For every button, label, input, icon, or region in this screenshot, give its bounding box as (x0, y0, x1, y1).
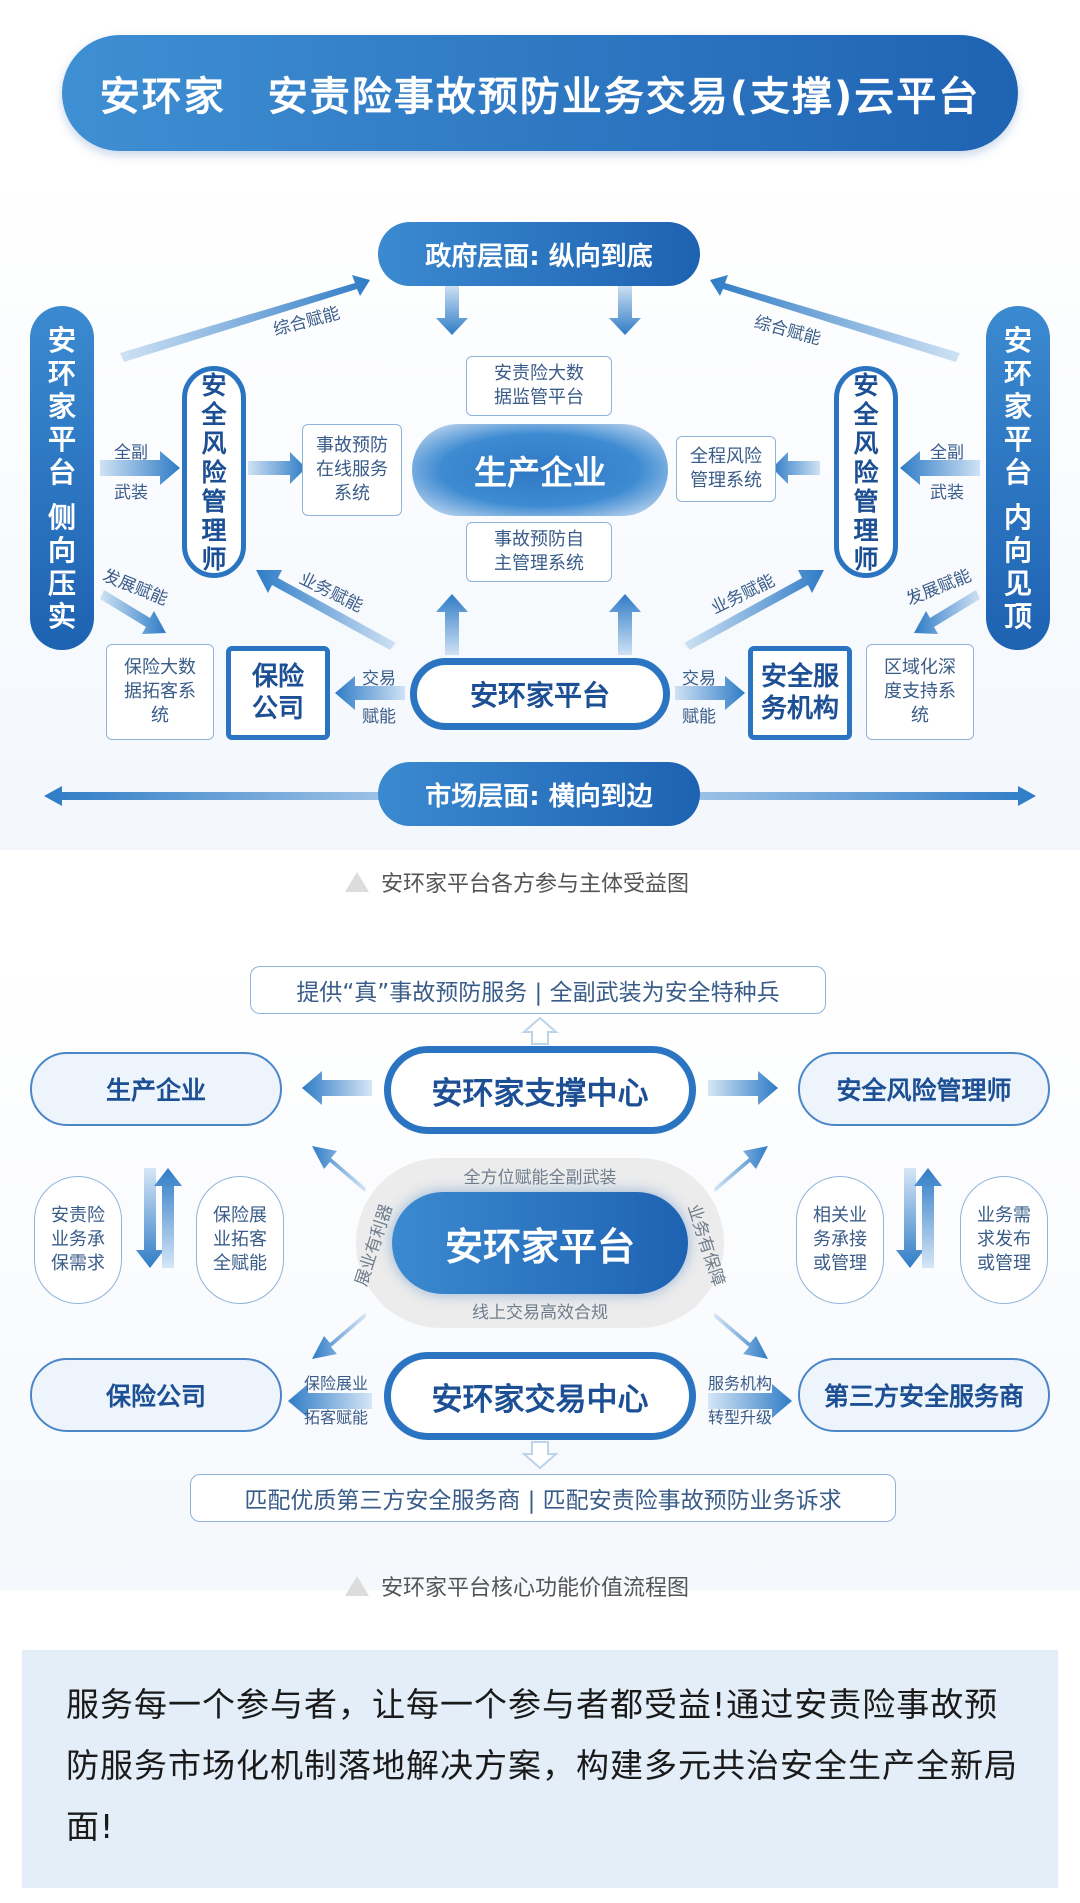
arrow-to-risk-mgr (708, 1071, 778, 1105)
label-jiaoyi-right-2: 赋能 (682, 707, 716, 727)
triangle-icon (345, 872, 369, 892)
label-jiaoyi-left-2: 赋能 (362, 707, 396, 727)
box-regulatory-platform: 安责险大数据监管平台 (466, 356, 612, 416)
market-level-pill: 市场层面: 横向到边 (378, 762, 700, 826)
page-title: 安环家 安责险事故预防业务交易(支撑)云平台 (99, 74, 981, 120)
box-self-management: 事故预防自主管理系统 (466, 522, 612, 582)
platform-core: 安环家平台 (392, 1192, 688, 1294)
arrow-fazhan-right (914, 590, 980, 634)
diagram2-arrows (136, 1016, 942, 1470)
arrow-left-down (136, 1168, 164, 1268)
right-platform-bar: 安环家平台内向见顶 (986, 306, 1050, 650)
arrow-right-up (914, 1168, 942, 1268)
diagram1-arrows (44, 275, 1036, 806)
ring-bottom-label: 线上交易高效合规 (472, 1303, 608, 1323)
arrow-zonghe-right (710, 275, 960, 362)
arrow-fazhan-left (100, 590, 166, 634)
oval-insurance-demand: 安责险业务承保需求 (34, 1176, 122, 1304)
arrow-down-hollow (521, 1441, 559, 1470)
arrow-mgr-left-box (248, 452, 306, 484)
oval-insurance-empower: 保险展业拓客全赋能 (196, 1176, 284, 1304)
title-banner: 安环家 安责险事故预防业务交易(支撑)云平台 (62, 35, 1018, 151)
arrow-yewu-left (256, 570, 396, 650)
arrow-jiaoyi-left (335, 676, 405, 710)
third-party-pill: 第三方安全服务商 (798, 1358, 1050, 1432)
arrow-left-up (154, 1168, 182, 1268)
box-regional-support: 区域化深度支持系统 (866, 644, 974, 740)
bottom-note-box: 匹配优质第三方安全服务商 | 匹配安责险事故预防业务诉求 (190, 1474, 896, 1522)
caption-diagram2: 安环家平台核心功能价值流程图 (345, 1570, 689, 1602)
gov-level-pill: 政府层面: 纵向到底 (378, 222, 700, 286)
label-insurer-1: 保险展业 (304, 1374, 369, 1393)
arrow-to-third-party (708, 1384, 792, 1418)
label-jiaoyi-right-1: 交易 (682, 669, 716, 689)
arrow-diag-lr (714, 1313, 768, 1359)
triangle-icon (345, 1576, 369, 1596)
arrow-yewu-right (684, 570, 824, 650)
ring-top-label: 全方位赋能全副武装 (463, 1168, 617, 1188)
label-jiaoyi-left-1: 交易 (362, 669, 396, 689)
arrow-box-right-mgr (772, 452, 820, 484)
left-risk-manager: 安全风险管理师 (182, 366, 246, 578)
box-risk-management-system: 全程风险管理系统 (676, 436, 776, 502)
arrow-diag-ll (312, 1313, 366, 1359)
production-enterprise-node: 生产企业 (412, 424, 668, 516)
label-quanfu-right-2: 武装 (930, 483, 964, 503)
oval-demand-publish: 业务需求发布或管理 (960, 1176, 1048, 1304)
right-risk-manager: 安全风险管理师 (834, 366, 898, 578)
label-service-2: 转型升级 (708, 1408, 773, 1427)
arrow-zonghe-left (120, 275, 370, 362)
insurer-pill: 保险公司 (30, 1358, 282, 1432)
oval-business-undertake: 相关业务承接或管理 (796, 1176, 884, 1304)
arrow-quanfu-right (900, 451, 980, 485)
support-center-pill: 安环家支撑中心 (384, 1046, 696, 1134)
arrow-to-insurer (288, 1384, 372, 1418)
arrow-gov-down-left (436, 285, 468, 335)
insurer-box: 保险公司 (226, 646, 330, 740)
arrow-quanfu-left (100, 451, 180, 485)
arrow-up-hollow (521, 1016, 559, 1045)
label-service-1: 服务机构 (708, 1374, 773, 1393)
arrow-up-right (609, 594, 641, 655)
enterprise-pill: 生产企业 (30, 1052, 282, 1126)
label-quanfu-left-1: 全副 (114, 443, 148, 463)
label-quanfu-left-2: 武装 (114, 483, 148, 503)
arrow-right-down (896, 1168, 924, 1268)
caption-diagram1: 安环家平台各方参与主体受益图 (345, 866, 689, 898)
box-online-service: 事故预防在线服务系统 (302, 424, 402, 516)
label-quanfu-right-1: 全副 (930, 443, 964, 463)
trade-center-pill: 安环家交易中心 (384, 1352, 696, 1440)
footer-text: 服务每一个参与者，让每一个参与者都受益!通过安责险事故预防服务市场化机制落地解决… (66, 1685, 1018, 1846)
footer-panel: 服务每一个参与者，让每一个参与者都受益!通过安责险事故预防服务市场化机制落地解决… (22, 1650, 1058, 1888)
arrow-to-enterprise (302, 1071, 372, 1105)
platform-node: 安环家平台 (410, 658, 670, 730)
service-org-box: 安全服务机构 (748, 646, 852, 740)
box-insurance-data: 保险大数据拓客系统 (106, 644, 214, 740)
arrow-diag-ul (312, 1146, 366, 1192)
arrow-up-left (436, 594, 468, 655)
top-note-box: 提供“真”事故预防服务 | 全副武装为安全特种兵 (250, 966, 826, 1014)
left-platform-bar: 安环家平台侧向压实 (30, 306, 94, 650)
arrow-diag-ur (714, 1146, 768, 1192)
risk-manager-pill: 安全风险管理师 (798, 1052, 1050, 1126)
arrow-jiaoyi-right (675, 676, 745, 710)
arrow-gov-down-right (609, 285, 641, 335)
label-insurer-2: 拓客赋能 (304, 1408, 369, 1427)
